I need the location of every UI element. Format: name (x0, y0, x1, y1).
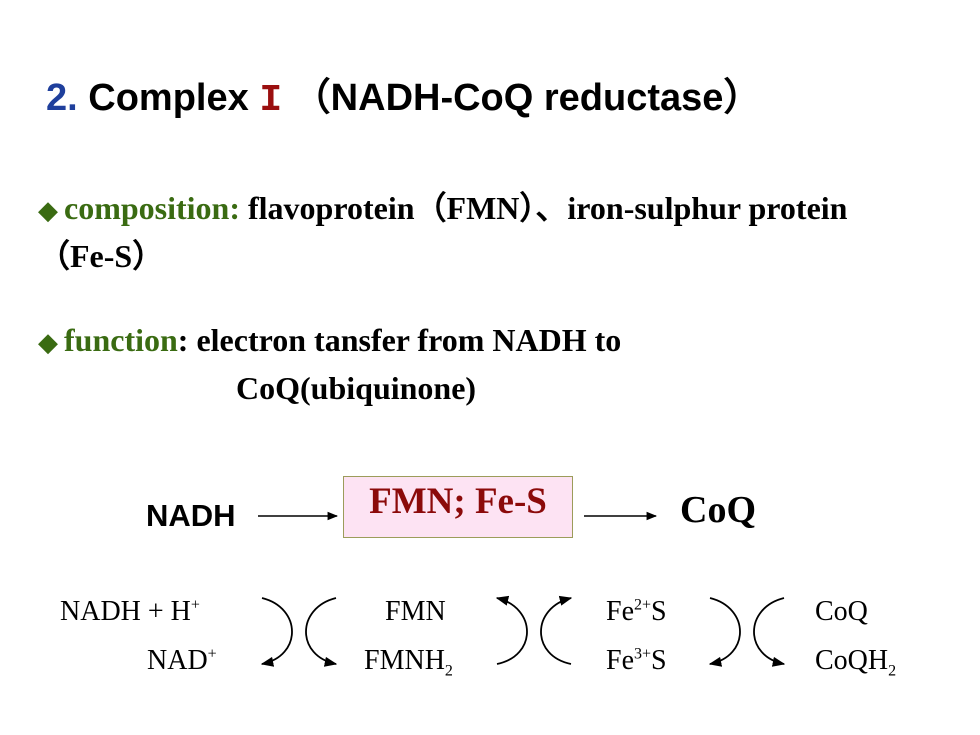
function-colon: : (177, 322, 189, 358)
rx-fe3-pre: Fe (606, 645, 634, 676)
rx-fe2-pre: Fe (606, 596, 634, 627)
rx-coqh-sub: 2 (888, 662, 897, 680)
flow-start-nadh: NADH (146, 498, 236, 533)
rx-fe3-post: S (651, 645, 667, 676)
title-roman-numeral: I (259, 79, 283, 122)
rx-coqh2: CoQH2 (815, 645, 896, 681)
function-bullet: ◆function: electron tansfer from NADH to… (38, 318, 918, 411)
rx-fmnh2: FMNH2 (364, 645, 453, 681)
composition-bullet: ◆composition: flavoprotein（FMN）、iron-sul… (38, 186, 918, 279)
rx-nad-text: NAD (147, 645, 208, 676)
flow-end-coq: CoQ (680, 489, 756, 531)
rx-nad: NAD+ (147, 645, 217, 677)
rx-nadh-text: NADH + H (60, 596, 191, 627)
title-prefix: Complex (88, 77, 260, 119)
composition-text: flavoprotein（FMN）、iron-sulphur protein（F… (38, 190, 848, 274)
slide-title: 2. Complex I （NADH-CoQ reductase） (46, 66, 761, 122)
function-line1: electron tansfer from NADH to (188, 322, 622, 358)
coupled-arrow-2 (495, 595, 573, 665)
flow-middle-box (343, 476, 573, 538)
rx-fe3s: Fe3+S (606, 645, 667, 677)
rx-fe2-sup: 2+ (634, 596, 652, 614)
rx-fe2s: Fe2+S (606, 596, 667, 628)
rx-fe3-sup: 3+ (634, 645, 652, 663)
function-label: function (64, 322, 178, 358)
rx-coqh-text: CoQH (815, 645, 889, 676)
rx-fmn: FMN (385, 596, 446, 627)
title-rest: （NADH-CoQ reductase） (282, 77, 762, 119)
diamond-bullet-icon: ◆ (38, 196, 58, 226)
rx-fmnh-text: FMNH (364, 645, 445, 676)
rx-fmnh-sub: 2 (444, 662, 453, 680)
rx-nadh-h: NADH + H+ (60, 596, 200, 628)
function-line2: CoQ(ubiquinone) (236, 370, 477, 406)
composition-label: composition: (64, 190, 240, 226)
coupled-arrow-3 (708, 597, 786, 667)
rx-nad-sup: + (207, 645, 217, 663)
rx-nadh-sup: + (190, 596, 200, 614)
flow-middle-label: FMN; Fe-S (369, 481, 547, 522)
diamond-bullet-icon: ◆ (38, 328, 58, 358)
rx-coq: CoQ (815, 596, 868, 627)
title-number: 2. (46, 77, 78, 119)
rx-fe2-post: S (651, 596, 667, 627)
coupled-arrow-1 (260, 597, 338, 667)
